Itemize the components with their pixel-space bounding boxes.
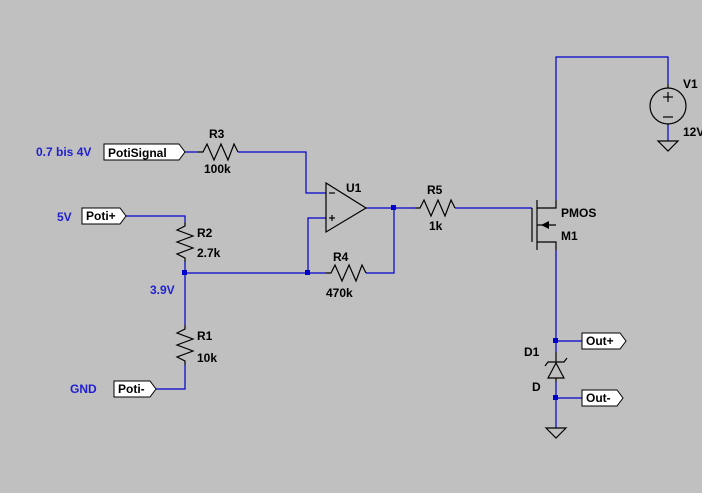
- r2-value: 2.7k: [197, 246, 221, 260]
- port-poti-minus[interactable]: Poti-: [113, 380, 157, 398]
- m1-source-lead: [537, 200, 557, 209]
- port-out-minus[interactable]: Out-: [581, 389, 624, 407]
- netlabel-5v: 5V: [57, 210, 72, 224]
- source-v1[interactable]: V1 12V: [649, 77, 702, 139]
- junction-out-plus: [553, 338, 558, 343]
- netlabel-gnd: GND: [70, 382, 97, 396]
- port-poti-signal[interactable]: PotiSignal: [103, 143, 186, 161]
- d1-name: D1: [524, 345, 540, 359]
- port-poti-minus-label: Poti-: [118, 382, 145, 396]
- r1-value: 10k: [197, 351, 217, 365]
- d1-value: D: [532, 380, 541, 394]
- u1-name: U1: [346, 181, 362, 195]
- r4-name: R4: [333, 250, 349, 264]
- r4-value: 470k: [326, 286, 353, 300]
- wire-poti-minus: [156, 365, 186, 390]
- opamp-u1[interactable]: U1: [325, 181, 368, 234]
- r5-name: R5: [427, 183, 443, 197]
- v1-name: V1: [683, 77, 698, 91]
- m1-drain-lead: [537, 241, 557, 250]
- r2-name: R2: [197, 226, 213, 240]
- resistor-r1[interactable]: R1 10k: [175, 325, 217, 365]
- wire-drain-out-plus: [555, 250, 582, 342]
- r1-name: R1: [197, 329, 213, 343]
- netlabel-poti-signal-range: 0.7 bis 4V: [36, 145, 91, 159]
- port-poti-plus[interactable]: Poti+: [81, 207, 127, 225]
- wire-r4-feedback: [366, 208, 395, 274]
- wire-poti-plus: [126, 215, 186, 222]
- wire-node-to-u1-plus: [307, 217, 326, 273]
- port-out-plus-label: Out+: [586, 334, 614, 348]
- junction-divider: [182, 270, 187, 275]
- wire-diode-out-minus: [555, 382, 582, 399]
- m1-type: PMOS: [561, 206, 596, 220]
- port-out-plus[interactable]: Out+: [581, 332, 627, 350]
- port-poti-signal-label: PotiSignal: [108, 146, 167, 160]
- pmos-m1[interactable]: PMOS M1: [531, 200, 596, 250]
- netlabel-3v9: 3.9V: [150, 283, 175, 297]
- wires: [126, 56, 669, 428]
- m1-name: M1: [561, 229, 578, 243]
- resistor-r5[interactable]: R5 1k: [415, 183, 456, 233]
- junction-u1-out: [391, 205, 396, 210]
- resistor-r4[interactable]: R4 470k: [326, 250, 367, 300]
- v1-value: 12V: [683, 125, 702, 139]
- junction-u1-plus: [305, 270, 310, 275]
- diode-d1[interactable]: D1 D: [524, 345, 568, 394]
- r3-name: R3: [209, 127, 225, 141]
- r5-value: 1k: [429, 219, 443, 233]
- wire-source-to-v1: [555, 56, 669, 200]
- port-poti-plus-label: Poti+: [86, 209, 116, 223]
- ground-icon: [544, 427, 568, 439]
- junction-out-minus: [553, 395, 558, 400]
- r3-value: 100k: [204, 162, 231, 176]
- resistor-r2[interactable]: R2 2.7k: [175, 222, 221, 262]
- wire-r3-to-u1-minus: [238, 151, 326, 194]
- port-out-minus-label: Out-: [586, 391, 611, 405]
- m1-arrow: [541, 221, 549, 229]
- junctions: [182, 205, 558, 400]
- ground-icon: [656, 140, 680, 152]
- resistor-r3[interactable]: R3 100k: [198, 127, 239, 176]
